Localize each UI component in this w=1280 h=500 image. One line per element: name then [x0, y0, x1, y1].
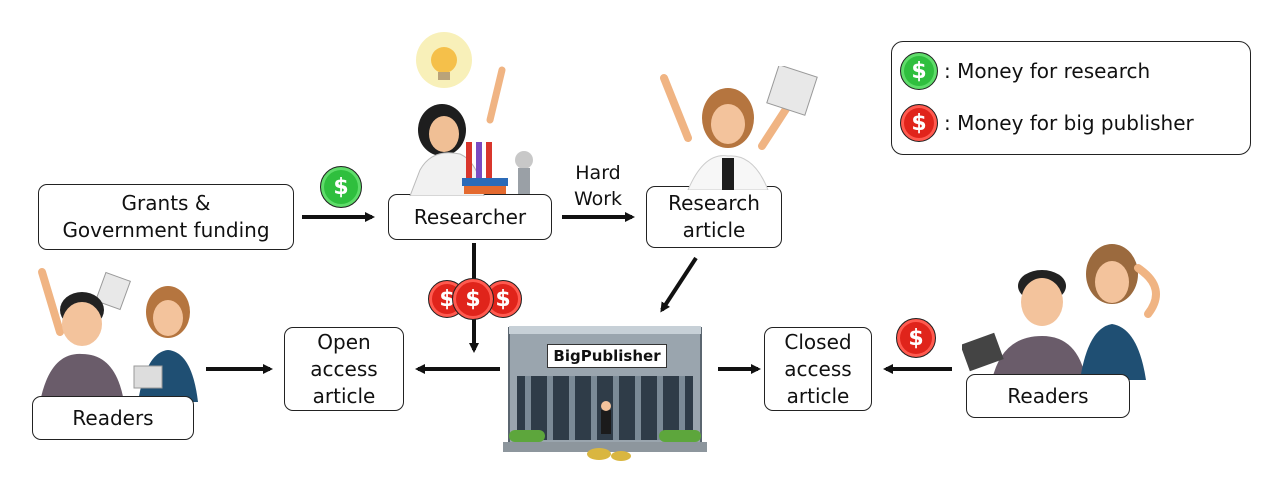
happy-readers-illustration-icon: [38, 268, 198, 402]
closed-article-line-1: Closed: [784, 329, 852, 354]
research-article-label-line-2: article: [682, 218, 746, 242]
open-article-line-2: access: [310, 356, 378, 381]
funding-box: Grants & Government funding: [38, 184, 294, 250]
red-dollar-coin-icon: $: [900, 104, 938, 142]
readers-right-label: Readers: [1007, 383, 1089, 408]
closed-article-line-3: article: [786, 383, 850, 408]
legend-row-publisher: $ : Money for big publisher: [900, 104, 1194, 142]
hard-work-line-1: Hard: [575, 162, 621, 184]
legend-label-research: : Money for research: [944, 59, 1151, 83]
closed-article-line-2: access: [784, 356, 852, 381]
publisher-building-icon: [503, 326, 707, 461]
researcher-scientist-illustration-icon: [409, 32, 533, 196]
arrow-article-to-publisher: [660, 256, 698, 313]
hard-work-line-2: Work: [573, 188, 623, 210]
reader-payment-coin-icon: $: [896, 318, 936, 358]
green-dollar-coin-icon: $: [900, 52, 938, 90]
research-article-box: Research article: [646, 186, 782, 248]
publisher-name: BigPublisher: [553, 347, 661, 365]
legend-row-research: $ : Money for research: [900, 52, 1150, 90]
big-publisher-building: BigPublisher: [503, 322, 707, 464]
closed-access-article-box: Closed access article: [764, 327, 872, 411]
confused-readers-illustration-icon: [962, 244, 1160, 380]
readers-left-box: Readers: [32, 396, 194, 440]
research-article-label-line-1: Research: [668, 191, 760, 215]
funding-label-line-2: Government funding: [62, 218, 270, 242]
open-article-line-1: Open: [317, 329, 371, 354]
open-access-article-box: Open access article: [284, 327, 404, 411]
readers-right-box: Readers: [966, 374, 1130, 418]
funding-money-coin-icon: $: [320, 166, 362, 208]
readers-left-label: Readers: [72, 405, 154, 430]
publisher-sign: BigPublisher: [547, 344, 667, 368]
funding-label-line-1: Grants &: [121, 191, 211, 215]
researcher-box: Researcher: [388, 194, 552, 240]
research-author-illustration-icon: [660, 66, 818, 190]
open-article-line-3: article: [312, 383, 376, 408]
legend-label-publisher: : Money for big publisher: [944, 111, 1194, 135]
hard-work-label: Hard Work: [564, 160, 632, 212]
researcher-label: Researcher: [413, 204, 527, 229]
legend: $ : Money for research $ : Money for big…: [891, 41, 1251, 155]
publisher-money-coin-icon-2: $: [452, 278, 494, 320]
